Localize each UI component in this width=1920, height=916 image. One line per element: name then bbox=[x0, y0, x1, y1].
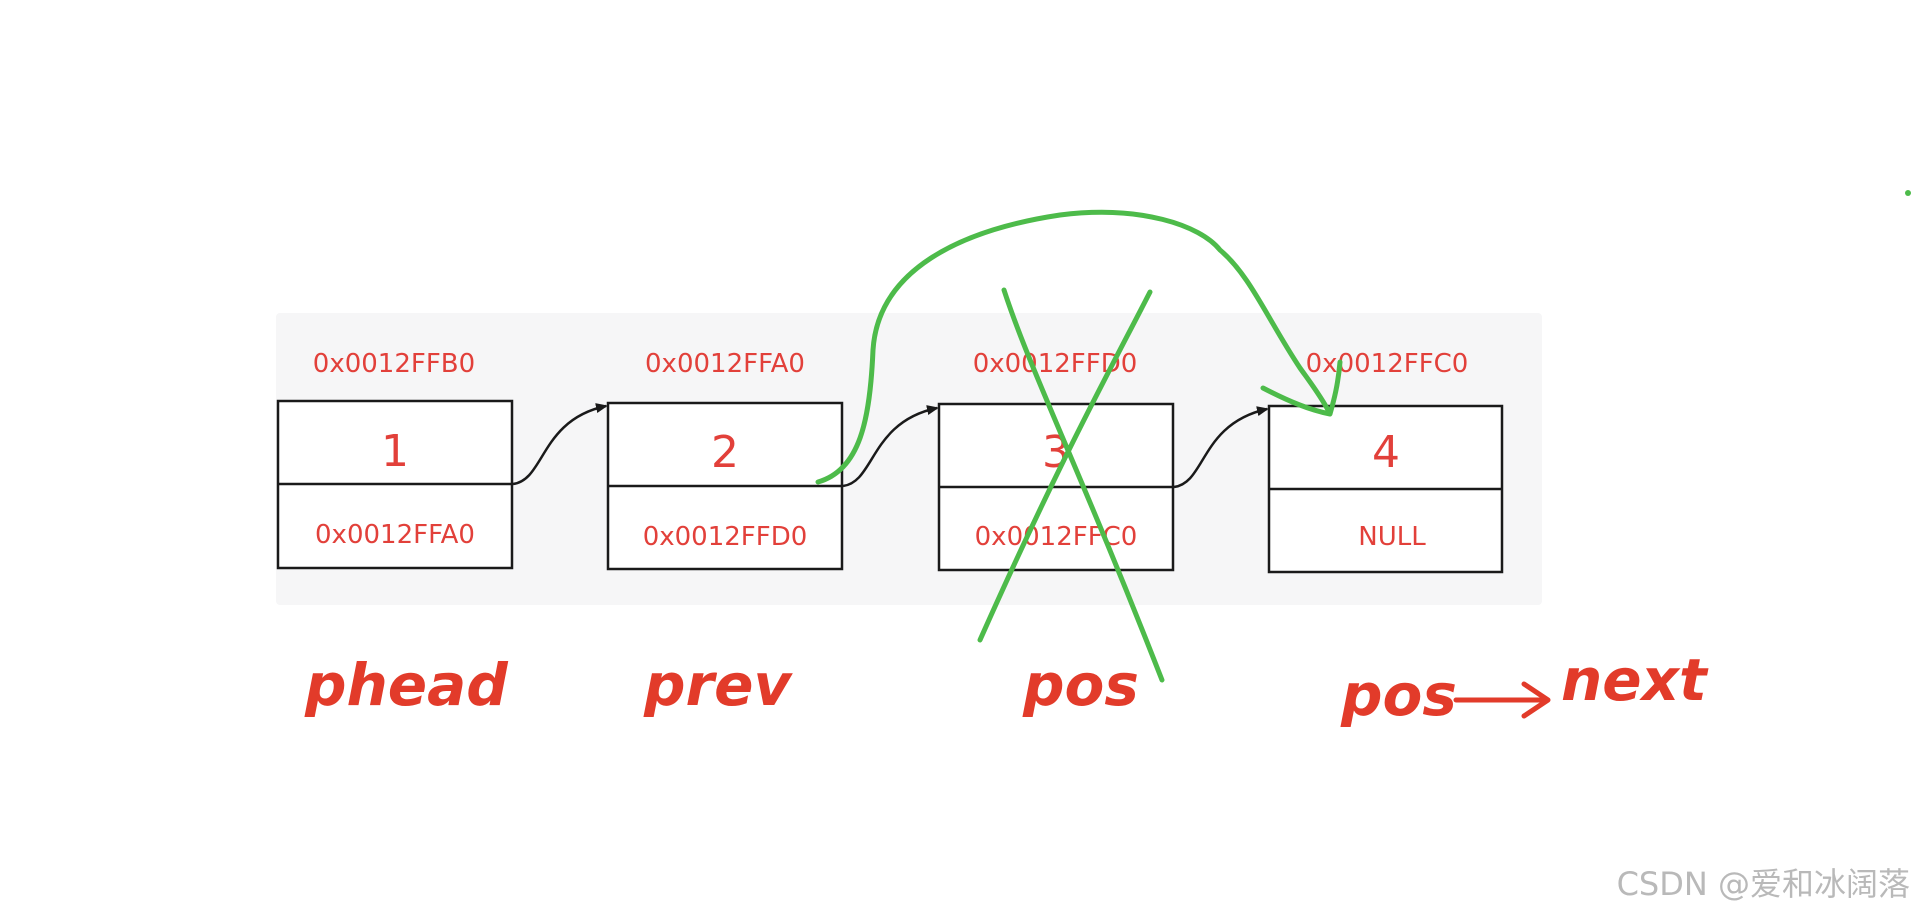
pos-to-next-arrow bbox=[1453, 681, 1551, 719]
cross-out-stroke-2 bbox=[977, 289, 1153, 643]
relink-arrowhead bbox=[1260, 359, 1343, 417]
node-4-address: 0x0012FFC0 bbox=[1306, 349, 1469, 379]
diagram-background-panel bbox=[276, 313, 1542, 605]
label-prev: prev bbox=[643, 651, 793, 719]
node-1-next-pointer: 0x0012FFA0 bbox=[315, 520, 475, 550]
relink-arrow-curve bbox=[815, 209, 1331, 485]
link-arrow-3-to-4 bbox=[1173, 406, 1269, 489]
node-4-next-pointer: NULL bbox=[1358, 522, 1426, 552]
list-node-1: 0x0012FFB0 1 0x0012FFA0 bbox=[276, 349, 514, 570]
node-1-address: 0x0012FFB0 bbox=[313, 349, 475, 379]
list-node-3: 0x0012FFD0 3 0x0012FFC0 bbox=[937, 349, 1175, 572]
link-arrow-1-to-2 bbox=[512, 403, 608, 486]
stray-dot bbox=[1905, 190, 1911, 196]
node-2-next-pointer: 0x0012FFD0 bbox=[643, 522, 808, 552]
cross-out-stroke-1 bbox=[1001, 287, 1165, 683]
label-pos-next-left: pos bbox=[1340, 661, 1457, 729]
node-3-next-pointer: 0x0012FFC0 bbox=[975, 522, 1138, 552]
node-2-address: 0x0012FFA0 bbox=[645, 349, 805, 379]
label-pos: pos bbox=[1022, 651, 1139, 719]
node-4-value: 4 bbox=[1372, 427, 1400, 478]
link-arrow-2-to-3 bbox=[842, 405, 939, 488]
list-node-4: 0x0012FFC0 4 NULL bbox=[1267, 349, 1504, 574]
node-2-value: 2 bbox=[711, 427, 739, 478]
label-pos-next-right: next bbox=[1561, 646, 1709, 714]
watermark: CSDN @爱和冰阔落 bbox=[1617, 865, 1910, 903]
node-1-value: 1 bbox=[381, 426, 409, 477]
label-phead: phead bbox=[304, 651, 508, 719]
list-node-2: 0x0012FFA0 2 0x0012FFD0 bbox=[606, 349, 844, 571]
